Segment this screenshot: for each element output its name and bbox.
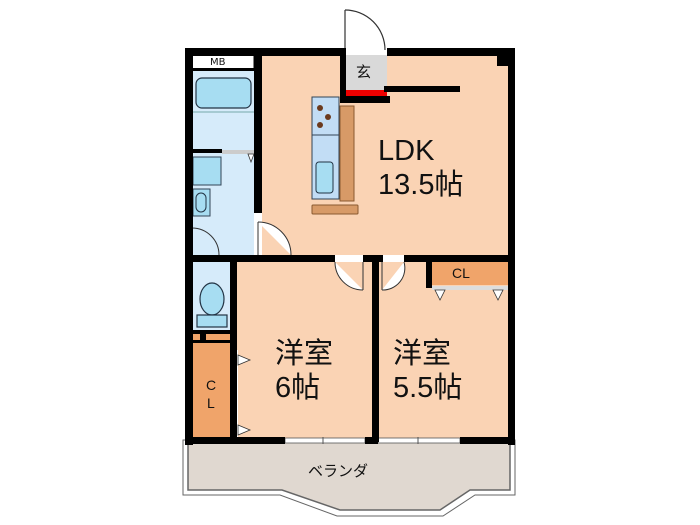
room-western1-size: 6帖: [275, 372, 321, 404]
closet-left-label-l: L: [207, 395, 215, 411]
washing-machine: [192, 156, 222, 186]
room-ldk: LDK 13.5帖: [378, 135, 498, 203]
closet-left: [192, 339, 232, 437]
toilet-tank: [196, 314, 228, 328]
bar-counter: [339, 105, 355, 202]
room-western1: 洋室 6帖: [275, 336, 365, 406]
room-western2: 洋室 5.5帖: [393, 336, 503, 406]
toilet-bowl: [199, 282, 225, 316]
stove-burner: [317, 105, 323, 111]
closet-left-label-c: C: [206, 377, 217, 393]
meter-box-label: MB: [210, 57, 226, 68]
room-ldk-size: 13.5帖: [378, 169, 464, 201]
kitchen-sink: [315, 161, 334, 194]
entrance-label: 玄: [356, 63, 372, 81]
bathtub: [195, 77, 252, 109]
room-western2-size: 5.5帖: [393, 372, 463, 404]
closet-top-label: CL: [452, 265, 470, 281]
room-ldk-name: LDK: [378, 135, 435, 167]
room-western1-name: 洋室: [275, 336, 334, 370]
window-western1: [284, 437, 366, 444]
closet-top-right: [430, 262, 508, 285]
balcony-label: ベランダ: [308, 462, 369, 480]
entrance-floor: [345, 55, 387, 90]
room-western2-name: 洋室: [393, 336, 452, 370]
window-western2: [377, 437, 461, 444]
western1-floor: [236, 262, 372, 439]
door-swing-western1: [334, 261, 364, 291]
entrance-step: [345, 90, 387, 100]
walls: [185, 48, 515, 445]
balcony-area: [187, 439, 511, 511]
door-swing-western2: [381, 261, 406, 291]
